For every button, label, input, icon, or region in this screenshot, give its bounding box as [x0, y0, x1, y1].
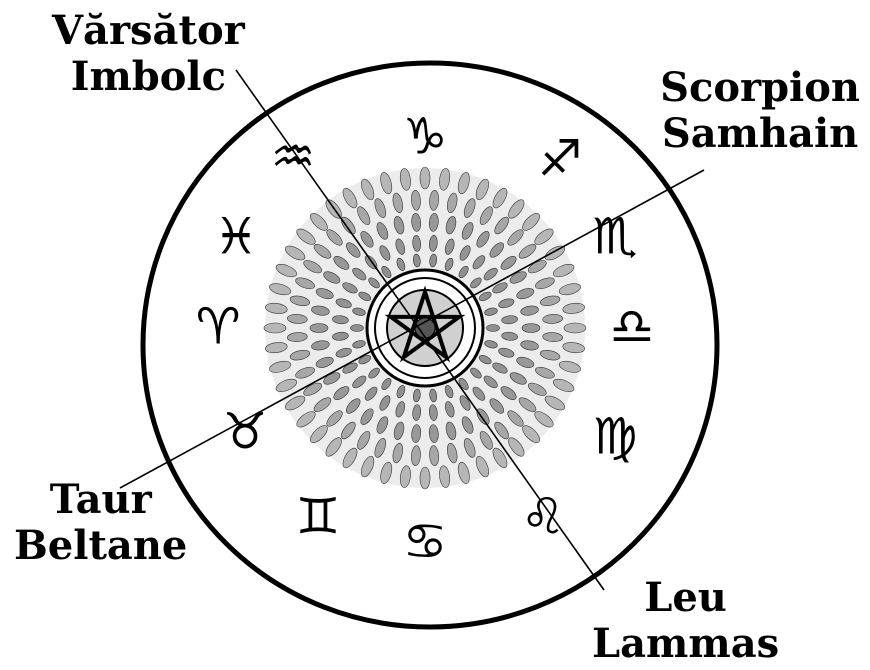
mandala-petal	[420, 467, 430, 489]
label-leo: Leu	[592, 575, 779, 621]
libra-icon: ♎	[610, 298, 655, 356]
mandala-petal	[264, 323, 286, 333]
gemini-icon: ♊	[296, 488, 341, 546]
leo-icon: ♌	[521, 488, 566, 546]
mandala-petal	[487, 325, 500, 332]
virgo-icon: ♍	[593, 408, 638, 466]
label-aquarius-imbolc: Vărsător Imbolc	[52, 8, 245, 100]
label-scorpio-samhain: Scorpion Samhain	[660, 65, 860, 157]
pentagram-emblem	[367, 270, 483, 386]
mandala-petal	[420, 167, 430, 189]
label-samhain: Samhain	[660, 111, 860, 157]
mandala-petal	[522, 324, 540, 333]
label-beltane: Beltane	[14, 523, 187, 569]
label-leo-lammas: Leu Lammas	[592, 575, 779, 667]
pisces-icon: ♓	[214, 208, 259, 266]
aquarius-icon: ♒	[271, 128, 316, 186]
label-aquarius: Vărsător	[52, 8, 245, 54]
label-scorpio: Scorpion	[660, 65, 860, 111]
scorpio-icon: ♏	[593, 208, 638, 266]
sagittarius-icon: ♐	[538, 130, 583, 188]
label-taurus: Taur	[14, 477, 187, 523]
mandala-petal	[310, 324, 328, 333]
cancer-icon: ♋	[403, 513, 448, 571]
label-taurus-beltane: Taur Beltane	[14, 477, 187, 569]
mandala-petal	[564, 323, 586, 333]
mandala-petal	[351, 325, 364, 332]
taurus-icon: ♉	[223, 403, 268, 461]
label-lammas: Lammas	[592, 621, 779, 667]
label-imbolc: Imbolc	[52, 54, 245, 100]
capricorn-icon: ♑	[403, 108, 448, 166]
aries-icon: ♈	[196, 298, 241, 356]
